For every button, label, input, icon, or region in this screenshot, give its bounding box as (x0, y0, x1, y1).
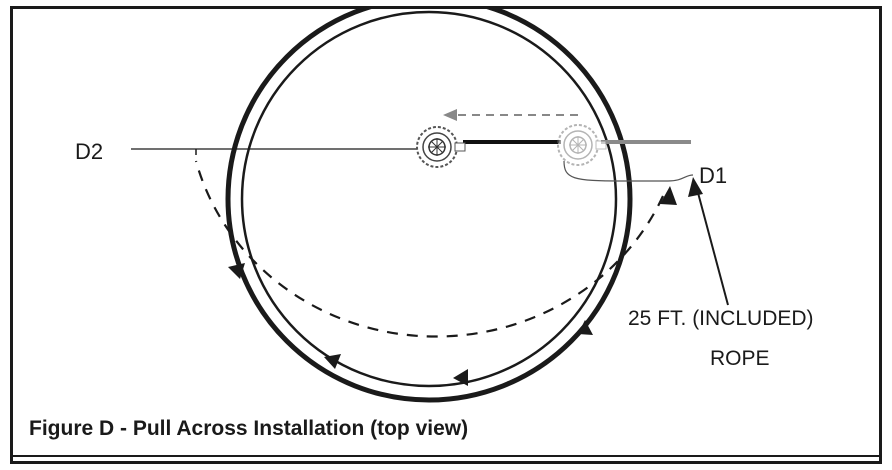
rope-callout-line (696, 188, 729, 306)
rope-path-dashed-arc (194, 160, 664, 338)
rotor-right-sprocket-icon (557, 124, 607, 166)
pool-outer-ring (225, 9, 633, 403)
pool-inner-ring (240, 10, 618, 388)
rotor-left-sprocket-icon (416, 126, 466, 168)
caption-divider (13, 455, 879, 457)
label-d1: D1 (699, 163, 728, 188)
label-rope: ROPE (710, 347, 770, 370)
label-rope-length: 25 FT. (INCLUDED) (628, 307, 814, 330)
figure-frame: D2 D1 25 FT. (INCLUDED) ROPE Figure D - … (10, 6, 882, 464)
arc-arrowhead-3 (453, 369, 468, 386)
motion-arrowhead (443, 109, 457, 121)
label-d2: D2 (75, 139, 104, 164)
arc-arrowhead-4 (324, 354, 341, 369)
figure-caption: Figure D - Pull Across Installation (top… (29, 417, 469, 440)
arc-arrowhead-5 (228, 263, 245, 279)
arc-arrowhead-1 (660, 186, 677, 205)
pool-diagram (131, 9, 729, 403)
arc-arrowhead-2 (578, 320, 593, 335)
rope-to-d1 (563, 160, 694, 182)
rope-callout-arrowhead (688, 177, 703, 197)
